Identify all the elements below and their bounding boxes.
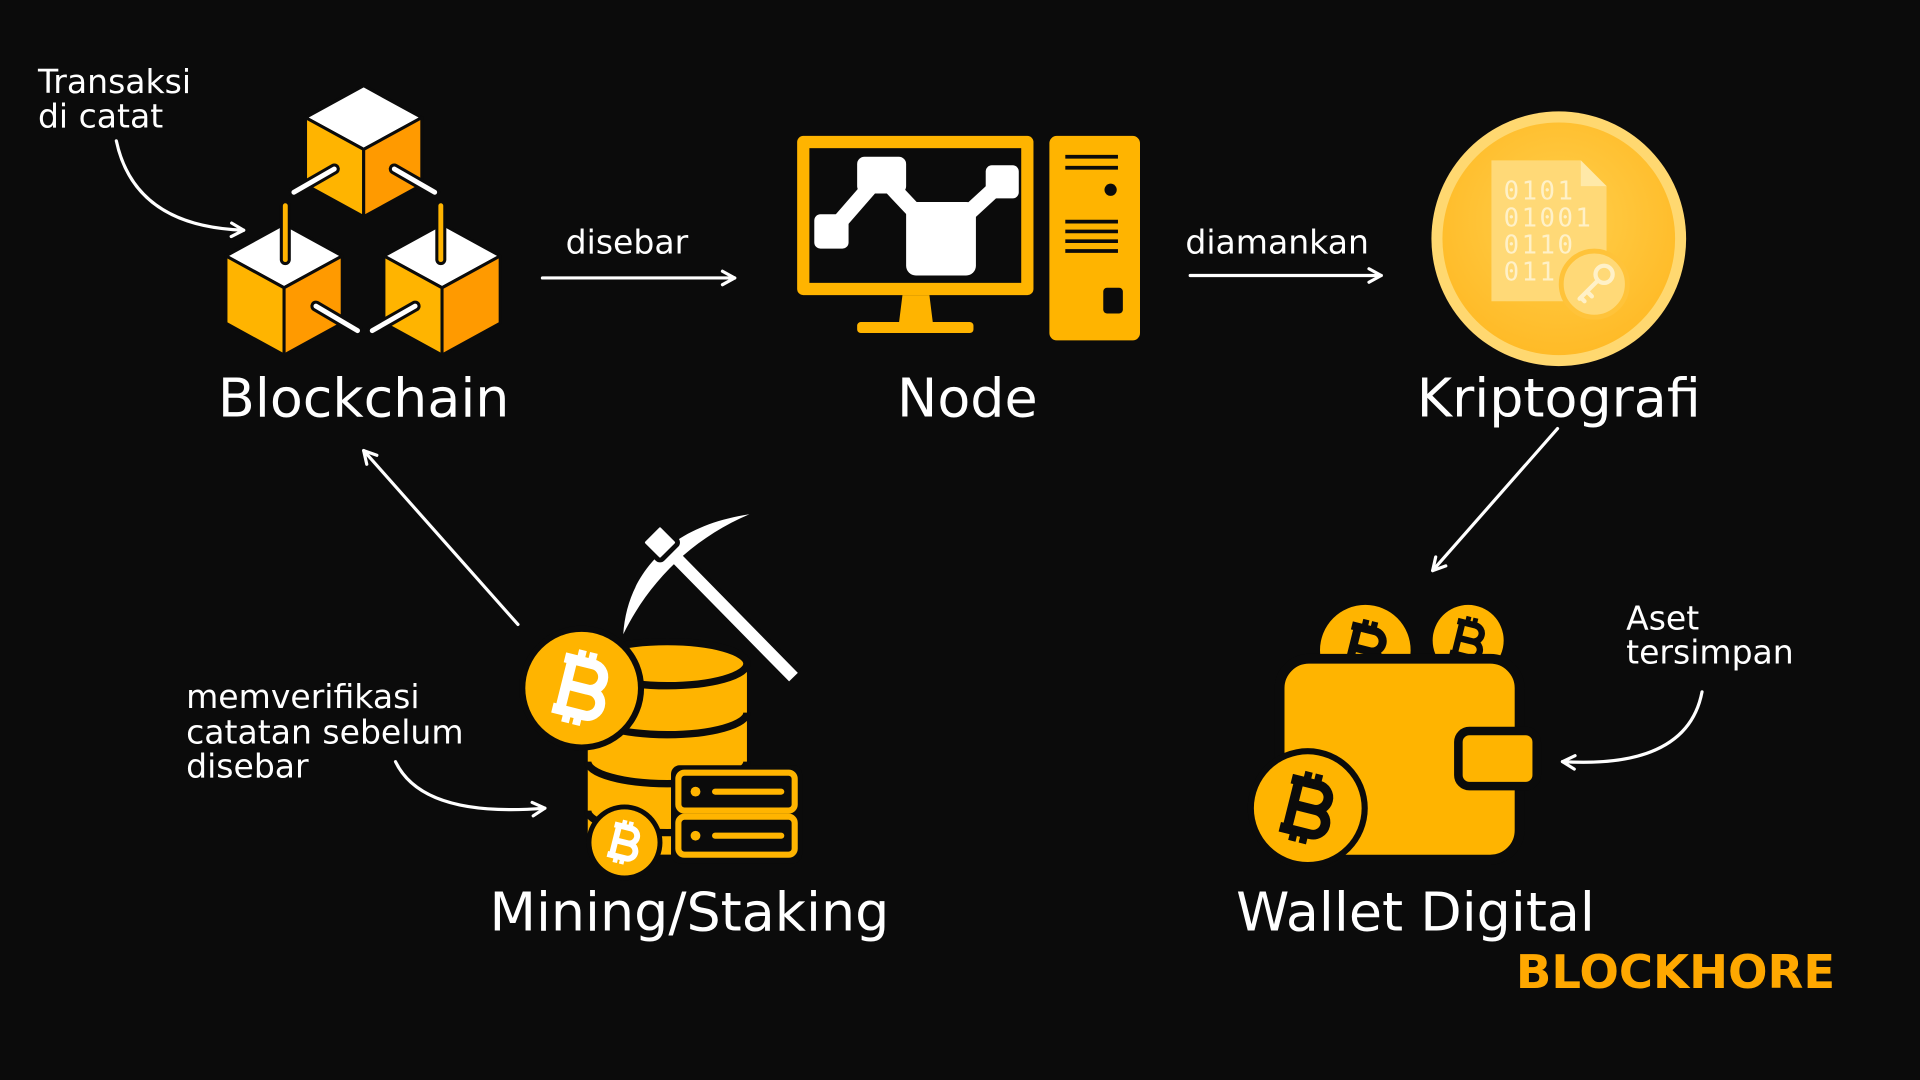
bitcoin-coin-icon (519, 625, 645, 751)
power-button (1104, 183, 1117, 196)
monitor (797, 135, 1034, 334)
note-line: Aset (1626, 598, 1699, 637)
key-shaft (1577, 278, 1601, 304)
tower-port (1103, 287, 1123, 314)
monitor-neck (898, 295, 934, 325)
note-line: memverifikasi (186, 677, 419, 716)
bitcoin-wallet-icon (1247, 604, 1542, 869)
pc-tower (1049, 135, 1140, 341)
key-icon (1577, 263, 1615, 304)
graph-node (814, 214, 849, 249)
server-led (690, 830, 701, 841)
binary-line: 0101 (1504, 177, 1576, 207)
pickaxe-handle (653, 534, 798, 682)
cube-face-right (440, 254, 502, 357)
note-line: Transaksi (37, 62, 191, 101)
note-transaksi: Transaksi di catat (37, 62, 246, 239)
note-aset: Aset tersimpan (1560, 598, 1794, 771)
blockchain-cubes-icon (224, 84, 502, 357)
label-wallet-digital: Wallet Digital (1236, 881, 1595, 944)
label-kriptografi: Kriptografi (1417, 366, 1701, 429)
pickaxe-icon (623, 514, 801, 685)
network-graph-icon (814, 156, 1019, 276)
graph-node (906, 202, 976, 276)
computer-node-icon (797, 135, 1140, 341)
bitcoin-coin-icon (586, 804, 663, 881)
pickaxe-blade (623, 514, 750, 635)
arrow-mining-to-blockchain (362, 449, 520, 627)
note-line: catatan sebelum (186, 712, 463, 751)
monitor-base (857, 322, 974, 334)
arrow-kriptografi-to-wallet (1431, 426, 1560, 573)
edge-label-diamankan: diamankan (1185, 222, 1369, 261)
graph-node (985, 165, 1019, 199)
key-bow (1593, 263, 1615, 285)
link (369, 303, 418, 334)
curved-arrow (1560, 690, 1704, 771)
document-fold (1580, 160, 1607, 187)
link (391, 166, 438, 195)
brand-logo: BLOCKHORE (1516, 945, 1835, 999)
label-mining-staking: Mining/Staking (489, 881, 889, 944)
link (313, 303, 360, 334)
note-line: di catat (38, 96, 163, 135)
chain-links (279, 163, 447, 337)
note-line: tersimpan (1626, 633, 1794, 672)
note-verifikasi: memverifikasi catatan sebelum disebar (186, 677, 547, 818)
link (291, 166, 337, 195)
binary-line: 01001 (1504, 204, 1594, 234)
server-led (690, 786, 701, 797)
server-rack-icon (671, 765, 803, 864)
wallet-clasp (1454, 726, 1542, 791)
graph-node (857, 156, 907, 194)
pickaxe-collar (640, 522, 680, 563)
curved-arrow (114, 139, 246, 239)
label-blockchain: Blockchain (218, 366, 510, 429)
encrypted-document-key-icon: 0101 01001 0110 011 (1431, 111, 1687, 367)
note-line: disebar (186, 747, 309, 786)
bitcoin-coin-icon (1247, 748, 1368, 869)
curved-arrow (393, 760, 547, 818)
binary-line: 0110 (1504, 230, 1576, 260)
edge-label-disebar: disebar (566, 222, 689, 261)
pickaxe-database-bitcoin-icon (519, 514, 803, 881)
binary-line: 011 (1504, 257, 1558, 287)
label-node: Node (897, 366, 1038, 429)
